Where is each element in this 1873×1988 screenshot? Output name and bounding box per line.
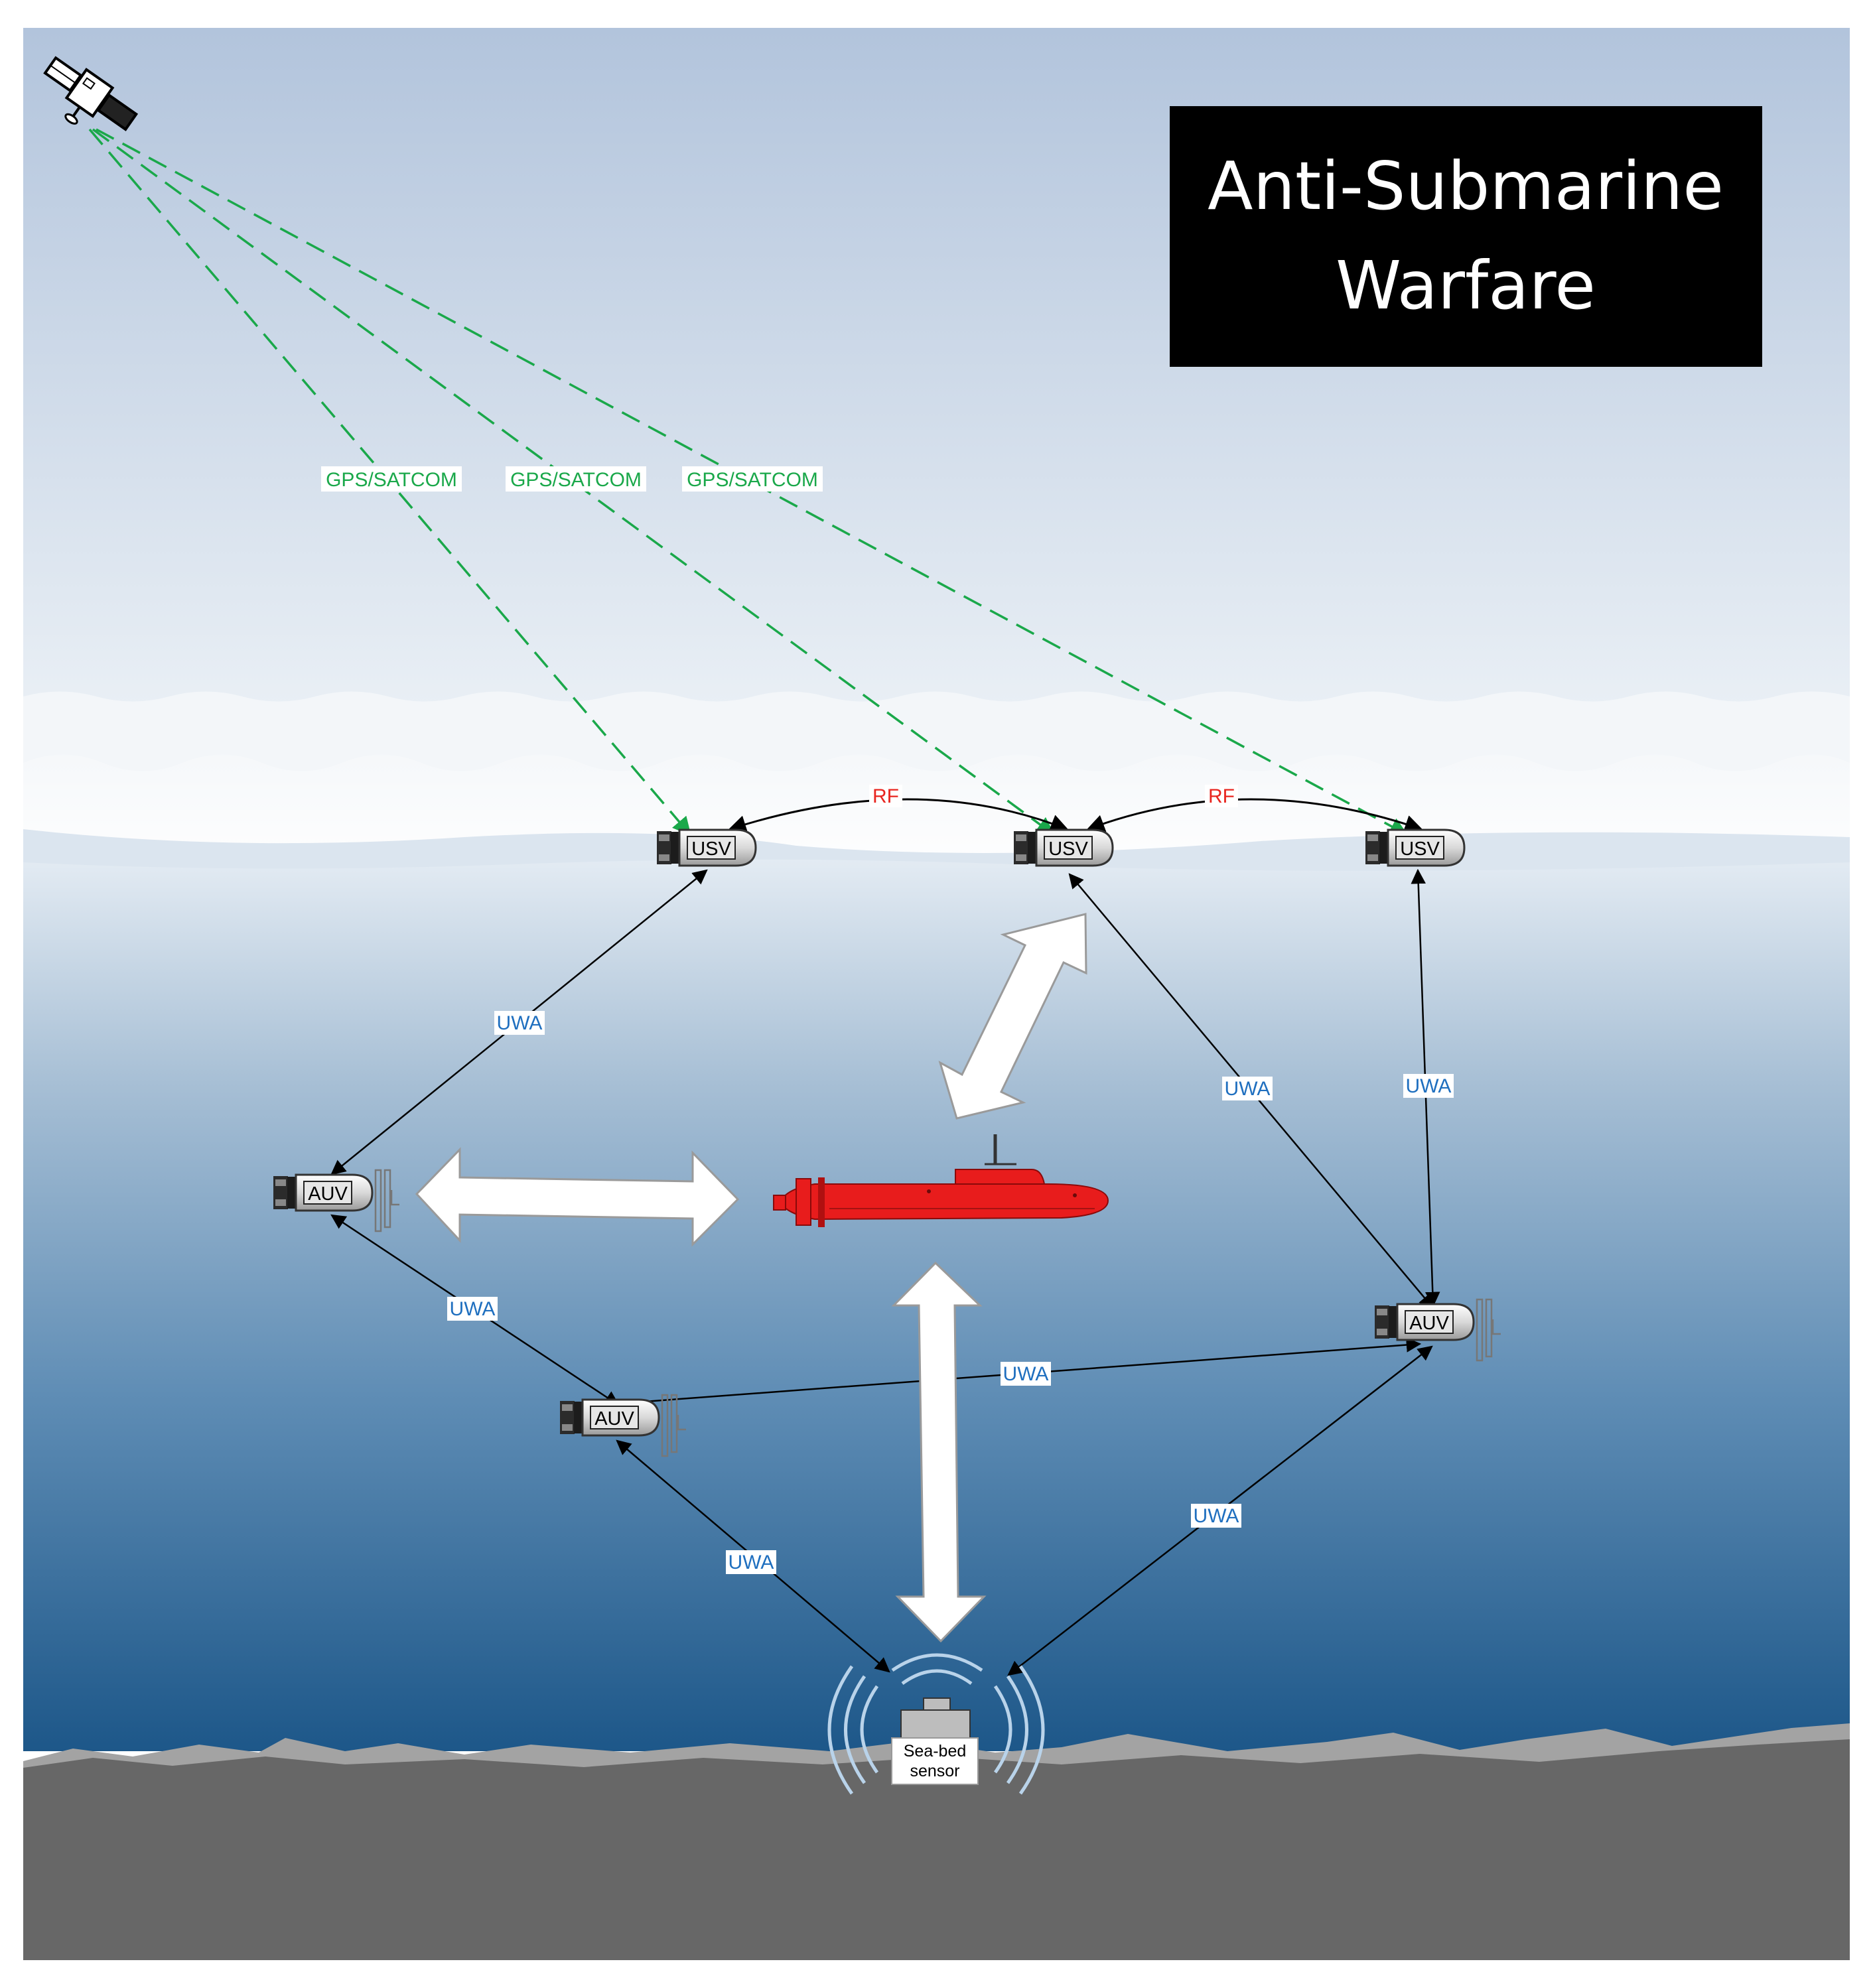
- title-line-2: Warfare: [1336, 247, 1596, 324]
- gps-label-2: GPS/SATCOM: [510, 469, 642, 491]
- auv-2[interactable]: AUV: [559, 1394, 687, 1457]
- auv-3[interactable]: AUV: [1373, 1298, 1502, 1362]
- uwa-label-bg-5: [1001, 1362, 1051, 1386]
- gps-label-bg-2: [506, 466, 646, 492]
- rf-links: [728, 798, 1423, 833]
- rf-label-2: RF: [1208, 785, 1235, 807]
- uwa-label-auv3-sensor: UWA: [1194, 1505, 1239, 1527]
- rf-label-bg-1: [869, 785, 902, 807]
- sensor-label-box: [891, 1737, 979, 1785]
- rf-link-2: [1086, 798, 1423, 832]
- gps-label-bg-1: [321, 466, 462, 492]
- sensor-cap: [923, 1697, 951, 1711]
- uwa-labels: UWA UWA UWA UWA UWA UWA UWA: [447, 1011, 1454, 1574]
- rf-label-bg-2: [1205, 785, 1238, 807]
- uwa-label-usv1-auv1: UWA: [497, 1012, 543, 1034]
- gps-labels: GPS/SATCOM GPS/SATCOM GPS/SATCOM: [321, 466, 823, 492]
- detection-arrow-horizontal: [415, 1147, 740, 1247]
- auv-3-label: AUV: [1409, 1313, 1449, 1334]
- sensor-label-line-1: Sea-bed: [904, 1742, 967, 1760]
- title-background: [1170, 106, 1762, 367]
- title-box: Anti-Submarine Warfare: [1170, 106, 1762, 367]
- uwa-label-usv2-auv3: UWA: [1225, 1078, 1271, 1100]
- uwa-label-bg-2: [1222, 1077, 1273, 1100]
- seabed-sensor[interactable]: Sea-bed sensor: [827, 1653, 1045, 1795]
- sensor-label-line-2: sensor: [910, 1762, 959, 1780]
- usv-2[interactable]: USV: [1012, 828, 1114, 867]
- usv-1[interactable]: USV: [656, 828, 757, 867]
- gps-label-1: GPS/SATCOM: [326, 469, 457, 491]
- satellite-icon: [43, 56, 139, 131]
- usv-3-label: USV: [1400, 838, 1440, 860]
- submarine-icon: [773, 1134, 1109, 1227]
- seabed: [23, 1739, 1850, 1960]
- sonar-waves-icon: [827, 1653, 1045, 1795]
- usv-3[interactable]: USV: [1364, 828, 1466, 867]
- detection-arrow-usv: [938, 913, 1087, 1120]
- uwa-label-bg-1: [494, 1011, 545, 1035]
- auv-1-label: AUV: [308, 1183, 348, 1205]
- rf-label-1: RF: [872, 785, 899, 807]
- detection-arrows: [415, 913, 1087, 1643]
- gps-link-2: [92, 128, 1056, 836]
- uwa-label-auv2-sensor: UWA: [728, 1552, 774, 1573]
- uwa-label-usv3-auv3: UWA: [1406, 1075, 1452, 1097]
- uwa-label-auv1-auv2: UWA: [450, 1298, 496, 1320]
- gps-link-3: [96, 128, 1409, 836]
- uwa-label-bg-4: [447, 1297, 498, 1321]
- detection-arrow-sensor: [891, 1261, 987, 1643]
- uwa-label-auv2-auv3: UWA: [1003, 1363, 1049, 1385]
- gps-label-bg-3: [682, 466, 823, 492]
- title-line-1: Anti-Submarine: [1208, 147, 1724, 225]
- rf-link-1: [728, 798, 1069, 833]
- usv-2-label: USV: [1048, 838, 1088, 860]
- uwa-label-bg-3: [1403, 1074, 1454, 1098]
- gps-label-3: GPS/SATCOM: [687, 469, 818, 491]
- uwa-label-bg-6: [726, 1550, 776, 1574]
- auv-1[interactable]: AUV: [272, 1169, 401, 1232]
- auv-2-label: AUV: [594, 1408, 634, 1429]
- usv-1-label: USV: [691, 838, 731, 860]
- uwa-label-bg-7: [1191, 1504, 1241, 1528]
